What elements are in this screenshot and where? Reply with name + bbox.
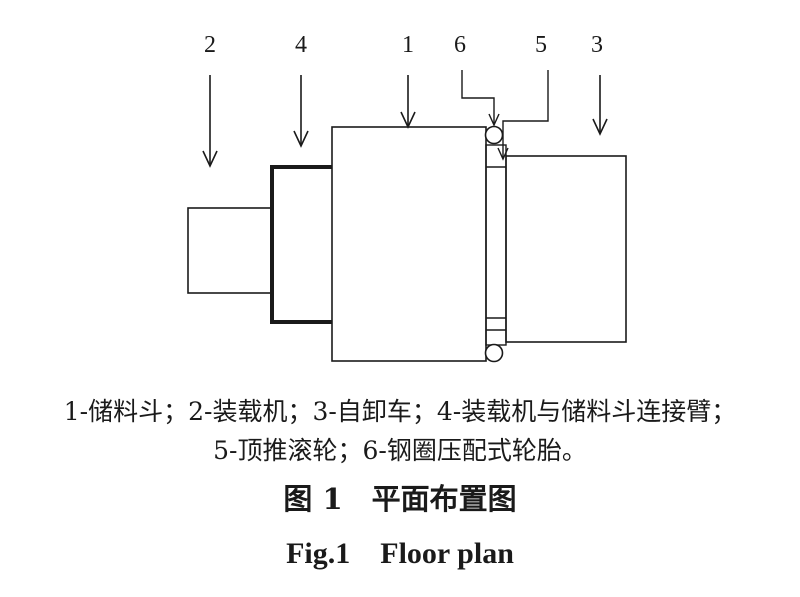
floor-plan-diagram: 2 4 1 6 5 3 xyxy=(187,32,627,363)
connecting-arm xyxy=(270,165,332,324)
tire-bottom xyxy=(484,343,504,363)
push-roller xyxy=(485,144,507,346)
loader-box xyxy=(187,207,273,294)
label-1: 1 xyxy=(402,32,414,58)
arrow-3 xyxy=(592,75,608,136)
legend-line-1: 1-储料斗；2-装载机；3-自卸车；4-装载机与储料斗连接臂； xyxy=(63,397,737,426)
label-4: 4 xyxy=(295,32,307,58)
figure-title-chinese: 图 1 平面布置图 xyxy=(283,482,517,516)
legend-line-2: 5-顶推滚轮；6-钢圈压配式轮胎。 xyxy=(213,436,587,465)
figure-title-english: Fig.1 Floor plan xyxy=(286,537,514,570)
arrow-1 xyxy=(400,75,416,129)
label-3: 3 xyxy=(591,32,603,58)
arrow-2 xyxy=(202,75,218,168)
arrow-4 xyxy=(293,75,309,148)
tire-top xyxy=(484,125,504,145)
leader-6 xyxy=(461,70,500,127)
dump-truck-box xyxy=(505,155,627,343)
label-2: 2 xyxy=(204,32,216,58)
label-5: 5 xyxy=(535,32,547,58)
hopper-box xyxy=(331,126,487,362)
label-6: 6 xyxy=(454,32,466,58)
